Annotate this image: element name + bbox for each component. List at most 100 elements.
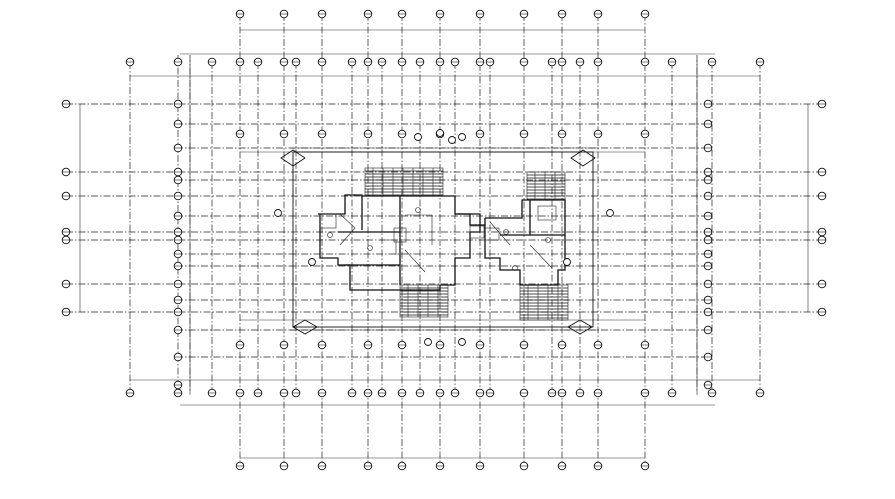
grid-bubble (173, 175, 183, 185)
grid-bubble (703, 261, 713, 271)
grid-bubble (435, 461, 445, 471)
grid-bubble (640, 57, 650, 67)
grid-bubble (317, 129, 327, 139)
grid-bubble (173, 325, 183, 335)
grid-bubble (817, 235, 827, 245)
grid-bubble (173, 249, 183, 259)
hatched-block (526, 171, 566, 201)
grid-bubble (253, 57, 263, 67)
grid-bubble (363, 461, 373, 471)
grid-bubble (279, 388, 289, 398)
grid-bubble (450, 57, 460, 67)
grid-bubble (173, 57, 183, 67)
site-frame (280, 149, 596, 335)
grid-bubble (173, 380, 183, 390)
hatched-block (399, 284, 449, 318)
grid-bubble (593, 129, 603, 139)
grid-bubble (557, 9, 567, 19)
grid-bubble (173, 143, 183, 153)
grid-bubble (703, 167, 713, 177)
grid-bubble (707, 388, 717, 398)
grid-bubble (817, 99, 827, 109)
grid-bubble (279, 9, 289, 19)
grid-bubble (61, 279, 71, 289)
grid-bubble (173, 235, 183, 245)
grid-bubble (557, 461, 567, 471)
grid-bubble (173, 119, 183, 129)
grid-bubble (817, 307, 827, 317)
grid-bubble (755, 388, 765, 398)
grid-bubble (363, 129, 373, 139)
grid-bubble (519, 57, 529, 67)
grid-bubble (703, 143, 713, 153)
grid-bubble (475, 340, 485, 350)
grid-bubble (575, 57, 585, 67)
grid-bubble (125, 57, 135, 67)
grid-bubble (475, 57, 485, 67)
grid-bubble (593, 461, 603, 471)
hatched-block (364, 167, 444, 197)
grid-bubble (817, 167, 827, 177)
grid-bubble (207, 57, 217, 67)
grid-bubble (347, 388, 357, 398)
grid-bubble (450, 388, 460, 398)
grid-bubble (557, 388, 567, 398)
grid-bubble (593, 9, 603, 19)
grid-bubble (235, 388, 245, 398)
grid-bubble (173, 227, 183, 237)
grid-bubble (61, 99, 71, 109)
grid-bubble (703, 175, 713, 185)
grid-bubble (703, 279, 713, 289)
grid-bubble (640, 461, 650, 471)
grid-bubble (173, 211, 183, 221)
grid-bubble (173, 352, 183, 362)
grid-bubble (667, 57, 677, 67)
grid-bubble (817, 279, 827, 289)
grid-bubble (519, 9, 529, 19)
grid-bubble (125, 388, 135, 398)
grid-bubble (317, 57, 327, 67)
grid-bubble (253, 388, 263, 398)
grid-bubble (435, 57, 445, 67)
grid-bubble (363, 9, 373, 19)
grid-bubble (363, 340, 373, 350)
grid-bubble (557, 340, 567, 350)
grid-bubble (317, 461, 327, 471)
grid-bubble (235, 57, 245, 67)
grid-bubble (435, 388, 445, 398)
grid-bubble (317, 9, 327, 19)
grid-bubble (173, 167, 183, 177)
grid-bubble (173, 191, 183, 201)
grid-bubble (703, 211, 713, 221)
grid-bubble (397, 388, 407, 398)
grid-bubble (415, 57, 425, 67)
grid-bubble (317, 340, 327, 350)
grid-bubble (593, 340, 603, 350)
grid-bubble (485, 388, 495, 398)
grid-bubble (703, 235, 713, 245)
marker-diamond (292, 319, 318, 335)
grid-bubble (279, 57, 289, 67)
grid-bubble (593, 388, 603, 398)
grid-bubble (279, 129, 289, 139)
grid-bubble (235, 9, 245, 19)
grid-bubble (173, 307, 183, 317)
grid-bubble (519, 388, 529, 398)
grid-bubble (640, 129, 650, 139)
hatched-areas (364, 167, 569, 321)
grid-bubble (640, 9, 650, 19)
grid-bubble (703, 191, 713, 201)
grid-bubble (519, 129, 529, 139)
grid-bubble (317, 388, 327, 398)
grid-bubble (817, 191, 827, 201)
grid-bubble (415, 388, 425, 398)
marker-diamond (280, 149, 306, 167)
grid-bubble (173, 295, 183, 305)
grid-bubble (575, 388, 585, 398)
grid-bubble (485, 57, 495, 67)
grid-bubble (235, 461, 245, 471)
grid-bubbles (61, 9, 827, 471)
grid-bubble (703, 307, 713, 317)
grid-bubble (817, 227, 827, 237)
